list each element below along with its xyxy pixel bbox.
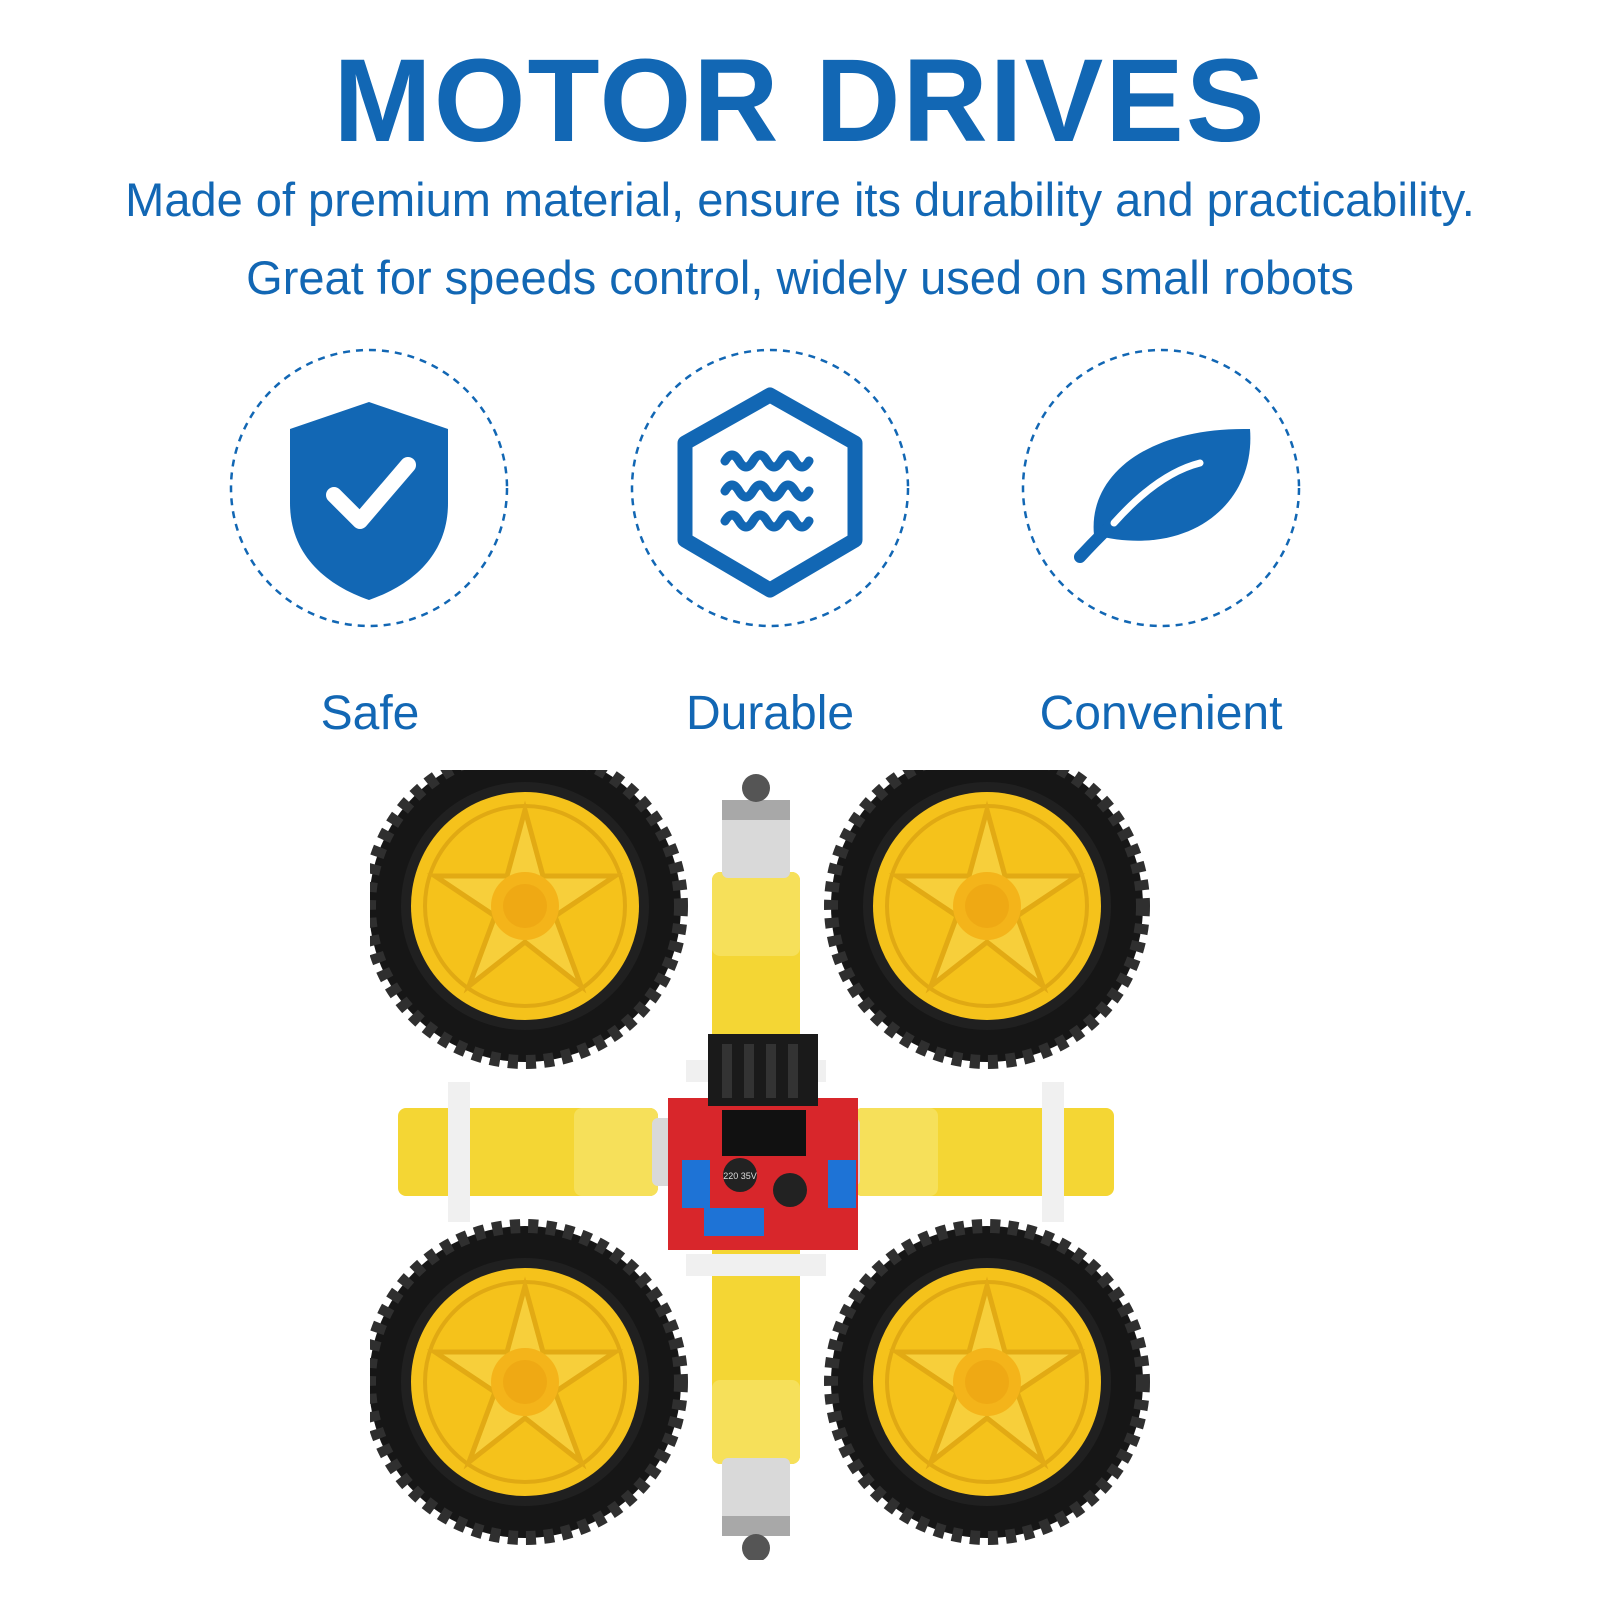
wheel-bottom-right	[831, 1226, 1143, 1538]
wheel-bottom-left	[370, 1226, 681, 1538]
subtitle-line-1: Made of premium material, ensure its dur…	[125, 173, 1475, 226]
feature-label-durable: Durable	[685, 687, 855, 740]
shield-check-icon	[229, 348, 509, 628]
feature-label-safe: Safe	[320, 687, 420, 740]
motor-bottom	[686, 1204, 826, 1560]
wheel-top-left	[370, 770, 681, 1062]
leaf-icon	[1021, 348, 1301, 628]
subtitle-line-2: Great for speeds control, widely used on…	[246, 251, 1354, 304]
page-title: MOTOR DRIVES	[333, 35, 1267, 167]
capacitor-label: 220 35V	[723, 1171, 757, 1181]
shield-waves-icon	[630, 348, 910, 628]
product-photo: 220 35V	[370, 770, 1170, 1560]
feature-row: Safe Durable Convenient	[0, 0, 1600, 740]
motor-driver-board: 220 35V	[668, 1034, 858, 1250]
feature-label-convenient: Convenient	[1039, 687, 1283, 740]
wheel-top-right	[831, 770, 1143, 1062]
